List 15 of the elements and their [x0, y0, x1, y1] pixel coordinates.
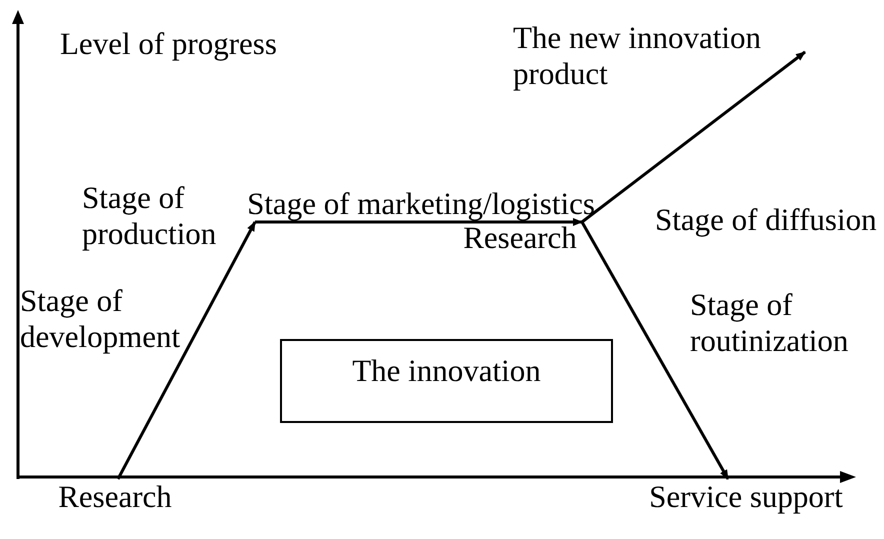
stage-label: The new innovation product: [513, 20, 762, 92]
innovation-box: The innovation: [280, 339, 613, 423]
stage-label: Research: [50, 479, 180, 515]
arrow: [116, 221, 256, 480]
stage-label: Stage of marketing/logistics: [240, 186, 602, 222]
stage-label: Research: [458, 222, 582, 254]
arrow: [580, 221, 730, 480]
stage-label: Level of progress: [60, 26, 278, 62]
arrow: [255, 218, 583, 226]
stage-label: Stage of routinization: [690, 287, 850, 359]
stage-label: Stage of production: [82, 180, 218, 252]
stage-label: Stage of diffusion: [655, 202, 878, 238]
stage-label: Service support: [640, 479, 852, 515]
arrow: [581, 50, 806, 224]
stage-label: Stage of development: [20, 283, 182, 355]
